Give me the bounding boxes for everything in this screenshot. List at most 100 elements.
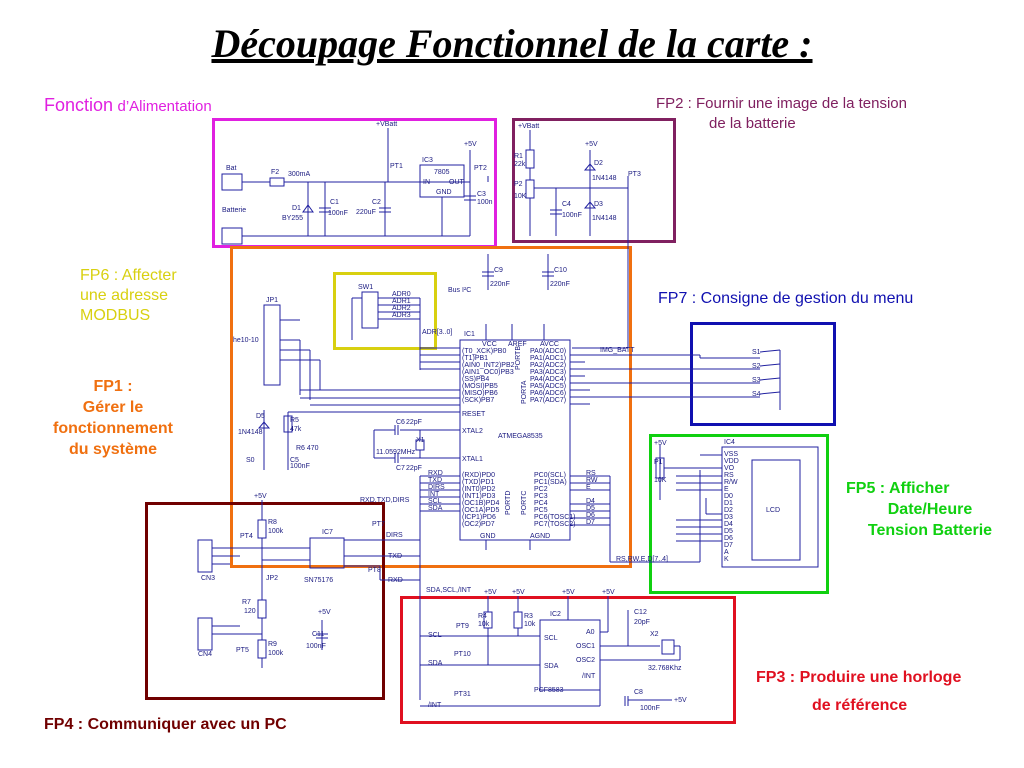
label-c8-val: 100nF <box>640 705 660 712</box>
label-d3: D3 <box>594 201 603 208</box>
label-fp6-line2: une adresse <box>80 287 169 304</box>
sig-txd: TXD <box>428 477 442 484</box>
label-fp4: FP4 : Communiquer avec un PC <box>44 716 287 733</box>
label-c4: C4 <box>562 201 571 208</box>
label-vcc: VCC <box>482 341 497 348</box>
label-r7: R7 <box>242 599 251 606</box>
pin-pc6: PC6(TOSC1) <box>534 514 576 521</box>
pin-pd6: (ICP1)PD6 <box>462 514 496 521</box>
sig-scl: SCL <box>428 498 442 505</box>
page-title: Découpage Fonctionnel de la carte : <box>211 21 813 66</box>
label-c12: C12 <box>634 609 647 616</box>
label-ic2: IC2 <box>550 611 561 618</box>
lcd-pin-e: E <box>724 486 729 493</box>
pin-pa0: PA0(ADC0) <box>530 348 566 355</box>
label-sn75176: SN75176 <box>304 577 333 584</box>
label-c5-val: 100nF <box>290 463 310 470</box>
label-cn3: CN3 <box>201 575 215 582</box>
label-r8-val: 100k <box>268 528 284 535</box>
label-c7-val: 22pF <box>406 465 422 472</box>
label-r3: R3 <box>524 613 533 620</box>
label-fp2-line1: FP2 : Fournir une image de la tension <box>656 95 907 112</box>
label-fp2: FP2 : Fournir une image de la tension de… <box>656 94 907 134</box>
label-ic4: IC4 <box>724 439 735 446</box>
label-x2: X2 <box>650 631 659 638</box>
label-rxd-txd-dirs: RXD,TXD,DIRS <box>360 497 410 504</box>
label-485-dirs: DIRS <box>386 532 403 539</box>
pin-pb5: (MOSI)PB5 <box>462 383 498 390</box>
label-s3: S3 <box>752 377 761 384</box>
label-lcd-bus: RS,RW,E,D[7..4] <box>616 556 668 563</box>
pin-pb4: (SS)PB4 <box>462 376 489 383</box>
label-rtc-int-pin: /INT <box>582 673 596 680</box>
fbox-fp2 <box>512 118 676 243</box>
sig-rs: RS <box>586 470 596 477</box>
label-xtal2: XTAL2 <box>462 428 483 435</box>
pin-pa2: PA2(ADC2) <box>530 362 566 369</box>
label-fp6: FP6 : Affecter une adresse MODBUS <box>80 266 177 326</box>
sig-d5: D5 <box>586 505 595 512</box>
label-c9-val: 220nF <box>490 281 510 288</box>
label-fp3: FP3 : Produire une horloge de référence <box>756 664 961 720</box>
label-osc2: OSC2 <box>576 657 595 664</box>
label-d2-part: 1N4148 <box>592 175 617 182</box>
label-c3: C3 <box>477 191 486 198</box>
label-x1: X1 <box>416 437 425 444</box>
label-rtc-int: /INT <box>428 702 442 709</box>
pin-pc3: PC3 <box>534 493 548 500</box>
pin-pd4: (OC1B)PD4 <box>462 500 499 507</box>
pin-pb7: (SCK)PB7 <box>462 397 494 404</box>
label-fuse: 300mA <box>288 171 311 178</box>
label-485-rxd: RXD <box>388 577 403 584</box>
label-rtc-scl-pin: SCL <box>544 635 558 642</box>
lcd-pin-d7: D7 <box>724 542 733 549</box>
label-c6: C6 <box>396 419 405 426</box>
label-r4: R4 <box>478 613 487 620</box>
label-osc1: OSC1 <box>576 643 595 650</box>
label-pt10: PT10 <box>454 651 471 658</box>
label-portd: PORTD <box>505 491 512 515</box>
label-r4-val: 10k <box>478 621 490 628</box>
label-s1: S1 <box>752 349 761 356</box>
label-fp1-line4: du système <box>68 441 158 458</box>
label-x2-val: 32.768Khz <box>648 665 682 672</box>
pin-pc7: PC7(TOSC2) <box>534 521 576 528</box>
label-p2-val: 10K <box>514 193 527 200</box>
pin-pb6: (MISO)PB6 <box>462 390 498 397</box>
label-vbatt-fp2: +VBatt <box>518 123 539 130</box>
pin-pa7: PA7(ADC7) <box>530 397 566 404</box>
label-485-txd: TXD <box>388 553 402 560</box>
label-c11: C11 <box>312 631 324 638</box>
label-bat: Bat <box>226 165 237 172</box>
label-fp6-line3: MODBUS <box>80 307 151 324</box>
sig-sda: SDA <box>428 505 443 512</box>
label-pt2: PT2 <box>474 165 487 172</box>
pin-pa1: PA1(ADC1) <box>530 355 566 362</box>
label-pt9: PT9 <box>456 623 469 630</box>
pin-pd2: (INT0)PD2 <box>462 486 496 493</box>
label-r7-val: 120 <box>244 608 256 615</box>
label-vbatt: +VBatt <box>376 121 397 128</box>
label-pt1: PT1 <box>390 163 403 170</box>
label-mcu-part: ATMEGA8535 <box>498 433 543 440</box>
lcd-pin-d5: D5 <box>724 528 733 535</box>
label-in: IN <box>423 179 430 186</box>
label-x1-val: 11.0592MHz <box>376 449 416 456</box>
label-adr0: ADR0 <box>392 291 411 298</box>
label-portb: PORTB <box>515 346 522 370</box>
label-d1: D1 <box>292 205 301 212</box>
label-img-batt: IMG_BATT <box>600 347 635 354</box>
label-ic1: IC1 <box>464 331 475 338</box>
label-fp5-line3: Tension Batterie <box>867 522 993 539</box>
label-s4: S4 <box>752 391 761 398</box>
label-adr2: ADR2 <box>392 305 411 312</box>
label-c1: C1 <box>330 199 339 206</box>
sig-int: INT <box>428 491 440 498</box>
label-fp3-line2: de référence <box>812 697 908 714</box>
lcd-pin-rs: RS <box>724 472 734 479</box>
label-mcu-gnd: GND <box>480 533 496 540</box>
fbox-fp7 <box>690 322 836 426</box>
label-adr3: ADR3 <box>392 312 411 319</box>
pin-pd0: (RXD)PD0 <box>462 472 495 479</box>
label-he10: he10-10 <box>233 337 259 344</box>
